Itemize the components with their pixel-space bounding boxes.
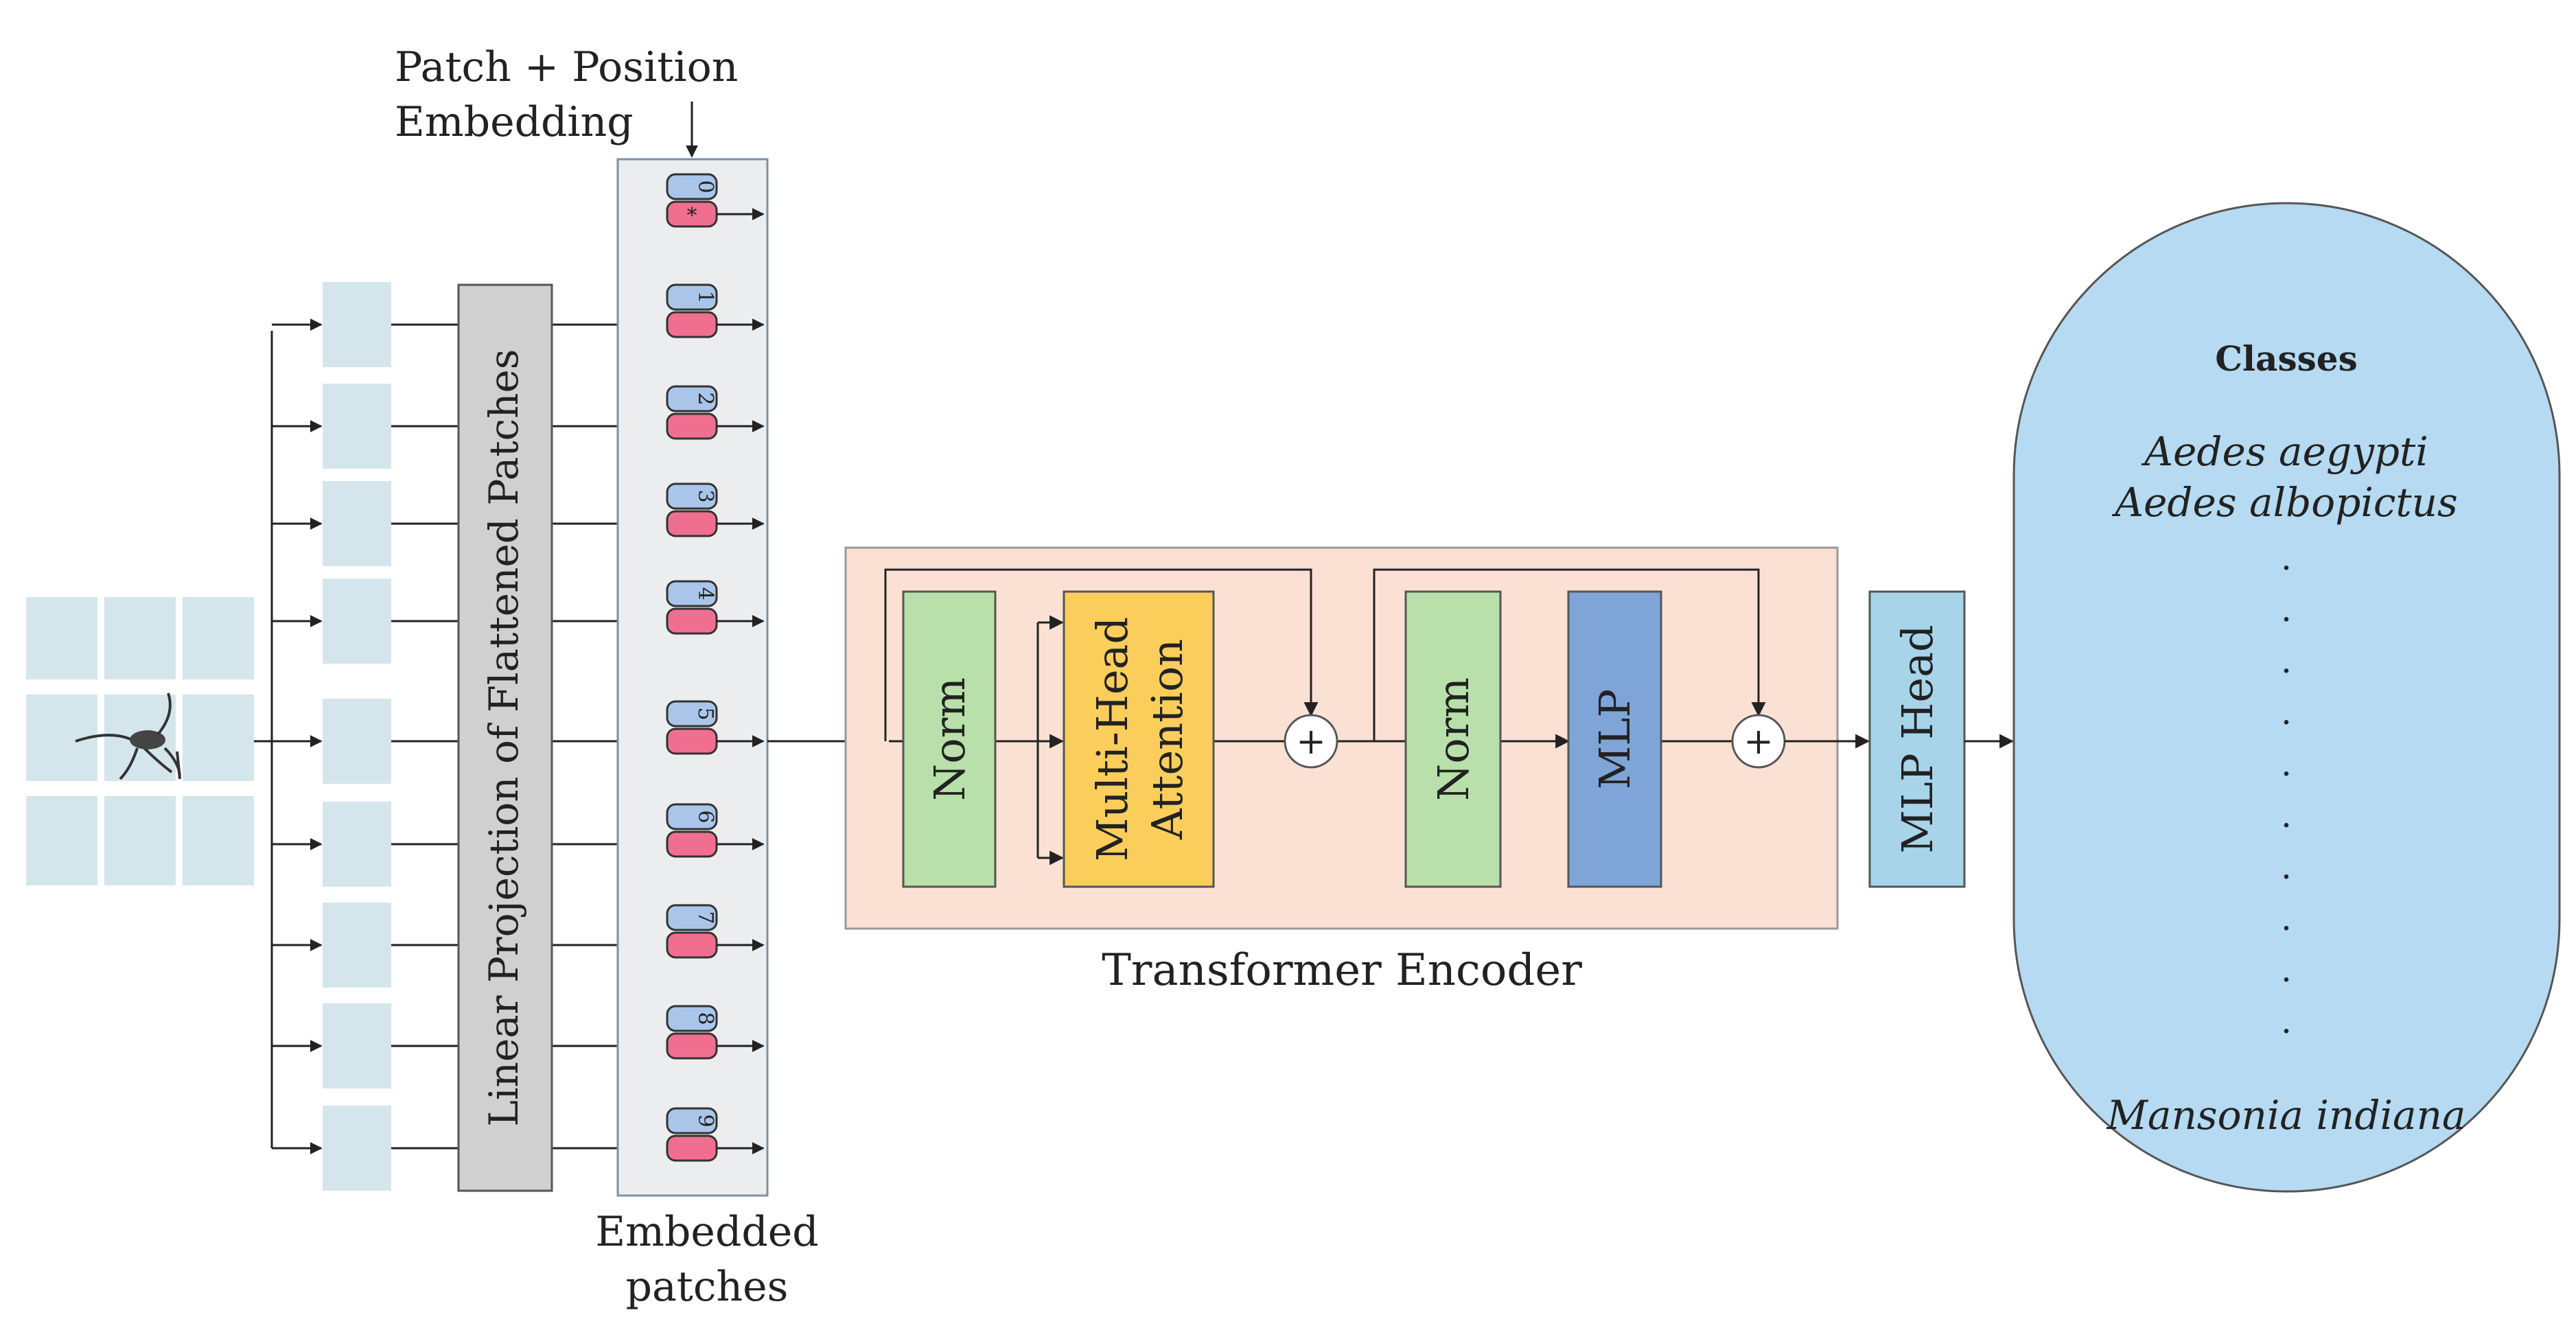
input-image-grid bbox=[26, 597, 254, 885]
patch-embedding-token bbox=[666, 607, 718, 635]
position-embedding-token bbox=[666, 283, 718, 311]
patch-embedding-token bbox=[666, 1134, 718, 1162]
position-embedding-token bbox=[666, 1107, 718, 1134]
flattened-patches-column bbox=[272, 282, 667, 1191]
mlp-head-label: MLP Head bbox=[1892, 625, 1942, 854]
mlp-label: MLP bbox=[1590, 689, 1640, 789]
norm-2-label: Norm bbox=[1428, 677, 1478, 801]
ellipsis-dot: . bbox=[2281, 1001, 2292, 1041]
position-embedding-token bbox=[666, 803, 718, 830]
patch-tile bbox=[323, 481, 391, 566]
position-token-index: 0 bbox=[693, 180, 717, 193]
mlp-block bbox=[1567, 590, 1662, 888]
class-item-last: Mansonia indiana bbox=[2106, 1092, 2465, 1139]
ellipsis-dot: . bbox=[2281, 744, 2292, 784]
position-token-index: 5 bbox=[693, 707, 717, 720]
ellipsis-dot: . bbox=[2281, 898, 2292, 938]
patch-tile bbox=[323, 1106, 391, 1191]
position-token-index: 2 bbox=[693, 392, 717, 405]
position-embedding-token bbox=[666, 482, 718, 510]
patch-position-embedding-label-line2: Embedding bbox=[395, 98, 634, 146]
patch-tile bbox=[323, 903, 391, 988]
class-token-marker: * bbox=[687, 204, 697, 228]
position-embedding-token bbox=[666, 385, 718, 412]
residual-add-1-symbol: + bbox=[1296, 721, 1326, 762]
embedded-patches-label-line2: patches bbox=[626, 1263, 789, 1311]
mosquito-icon bbox=[75, 692, 181, 780]
patch-position-embedding-label-line1: Patch + Position bbox=[395, 43, 738, 91]
encoder-connections bbox=[884, 568, 1766, 865]
input-patch bbox=[183, 796, 254, 885]
patch-tile bbox=[323, 579, 391, 664]
input-patch bbox=[104, 796, 176, 885]
patch-embedding-token bbox=[666, 311, 718, 338]
patch-embedding-token bbox=[666, 412, 718, 440]
residual-add-1 bbox=[1284, 714, 1338, 769]
patch-embedding-token bbox=[666, 1032, 718, 1060]
position-token-index: 8 bbox=[693, 1012, 717, 1025]
position-token-index: 7 bbox=[693, 911, 717, 924]
position-embedding-token bbox=[666, 1005, 718, 1032]
norm-2-block bbox=[1404, 590, 1502, 888]
patch-tile bbox=[323, 282, 391, 367]
ellipsis-dot: . bbox=[2281, 795, 2292, 835]
class-item: Aedes albopictus bbox=[2111, 479, 2458, 526]
ellipsis-dot: . bbox=[2281, 538, 2292, 578]
position-embedding-token bbox=[666, 904, 718, 931]
patch-embedding-token bbox=[666, 830, 718, 858]
linear-projection-label: Linear Projection of Flattened Patches bbox=[480, 349, 527, 1126]
patch-tile bbox=[323, 802, 391, 887]
attention-label-line1: Multi-Head bbox=[1087, 617, 1137, 861]
embedded-patches-label-line1: Embedded bbox=[595, 1208, 818, 1256]
position-token-index: 1 bbox=[693, 290, 717, 303]
class-item: Aedes aegypti bbox=[2141, 428, 2428, 475]
patch-tile bbox=[323, 1003, 391, 1088]
norm-1-label: Norm bbox=[925, 677, 975, 801]
position-embedding-token bbox=[666, 700, 718, 727]
transformer-encoder-box bbox=[844, 546, 1839, 930]
ellipsis-dot: . bbox=[2281, 950, 2292, 990]
input-patch bbox=[26, 597, 97, 679]
input-patch bbox=[183, 695, 254, 781]
position-token-index: 4 bbox=[693, 587, 717, 600]
norm-1-block bbox=[902, 590, 997, 888]
position-embedding-token bbox=[666, 173, 718, 200]
mlp-head-block bbox=[1868, 590, 1966, 888]
multi-head-attention-block bbox=[1063, 590, 1215, 888]
embedded-tokens: 0 * 1 2 3 4 5 6 7 8 9 bbox=[666, 173, 765, 1162]
position-embedding-token bbox=[666, 580, 718, 607]
input-patch bbox=[104, 597, 176, 679]
patch-embedding-token bbox=[666, 510, 718, 537]
classes-title: Classes bbox=[2215, 338, 2357, 379]
classes-capsule bbox=[2012, 202, 2561, 1193]
input-patch bbox=[26, 796, 97, 885]
ellipsis-dot: . bbox=[2281, 692, 2292, 732]
ellipsis-dot: . bbox=[2281, 847, 2292, 887]
position-token-index: 3 bbox=[693, 489, 717, 502]
class-ellipsis: .......... bbox=[2281, 538, 2292, 1041]
patch-embedding-token bbox=[666, 727, 718, 755]
linear-projection-box bbox=[457, 283, 553, 1192]
residual-add-2-symbol: + bbox=[1743, 721, 1774, 762]
position-token-index: 9 bbox=[693, 1114, 717, 1127]
patch-embedding-token bbox=[666, 931, 718, 959]
patch-tile bbox=[323, 384, 391, 469]
position-token-index: 6 bbox=[693, 810, 717, 823]
attention-label-line2: Attention bbox=[1142, 639, 1192, 840]
ellipsis-dot: . bbox=[2281, 590, 2292, 629]
input-patch bbox=[183, 597, 254, 679]
ellipsis-dot: . bbox=[2281, 641, 2292, 681]
transformer-encoder-label: Transformer Encoder bbox=[1102, 945, 1582, 996]
patch-tile bbox=[323, 699, 391, 784]
